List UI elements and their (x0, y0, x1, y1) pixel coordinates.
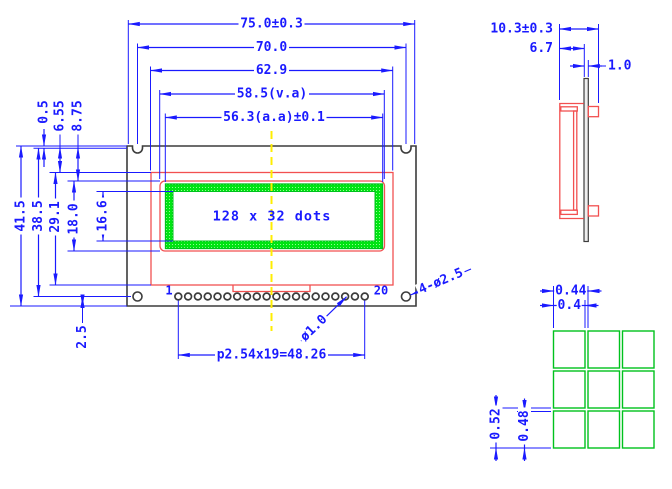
lcd-glass-profile (572, 110, 578, 211)
pin-pad (311, 292, 320, 301)
pin-pad (223, 292, 232, 301)
dim-active-area-width: 56.3(a.a)±0.1 (164, 110, 384, 182)
pin-pad (262, 292, 271, 301)
dim-front-thickness-label: 6.7 (530, 41, 553, 56)
dim-top-to-bezel-label: 6.55 (53, 100, 68, 131)
dot-grid (552, 330, 655, 449)
mounting-hole-bottom-right (400, 291, 412, 302)
bezel-tab-top (587, 105, 600, 118)
dot-pitch-detail: 0.44 0.4 0.52 0.48 (489, 284, 655, 461)
dot-cell (552, 330, 586, 369)
dim-hole-span-height: 38.5 (31, 147, 46, 297)
dim-hole-span-width-label: 70.0 (256, 40, 287, 55)
pin-pad (203, 292, 212, 301)
active-area-window (172, 191, 376, 242)
dot-cell (552, 370, 586, 409)
dim-overall-thickness: 10.3±0.3 (490, 22, 599, 37)
pcb-cross-section (583, 77, 589, 243)
dim-hole-to-bottom-edge: 2.5 (75, 294, 90, 351)
pin-pad (252, 292, 262, 301)
pin-pad (360, 292, 370, 301)
bezel-profile-outline (559, 102, 584, 220)
bezel-flange-bottom (560, 209, 578, 216)
dim-top-to-viewing-area: 8.75 (71, 97, 86, 182)
pin-pad (183, 292, 193, 301)
dim-active-area-height-label: 16.6 (96, 200, 111, 231)
dim-top-to-viewing-area-label: 8.75 (71, 100, 86, 131)
dim-viewing-area-height-label: 18.0 (67, 203, 82, 234)
dim-active-area-height: 16.6 (96, 191, 111, 242)
pin-pad (321, 292, 330, 301)
dim-dot-height-label: 0.48 (517, 410, 532, 441)
dim-bezel-width-label: 62.9 (256, 63, 287, 78)
dim-front-thickness: 6.7 (530, 41, 585, 56)
dim-viewing-area-width-label: 58.5(v.a) (237, 87, 307, 102)
dim-notch-center-offset: 0.5 (37, 98, 52, 167)
dim-dot-pitch-horizontal: 0.44 (540, 284, 602, 299)
dim-viewing-area-width: 58.5(v.a) (159, 87, 385, 179)
dim-overall-width: 75.0±0.3 (127, 17, 416, 144)
dim-top-to-bezel: 6.55 (53, 97, 68, 173)
dim-dot-height: 0.48 (517, 398, 532, 461)
dim-dot-width-label: 0.4 (558, 298, 582, 313)
dim-viewing-area-height: 18.0 (67, 180, 82, 252)
dim-hole-span-height-label: 38.5 (31, 200, 46, 231)
pin-pad (301, 292, 311, 301)
pin-pad (350, 292, 360, 301)
dot-cell (552, 410, 586, 449)
dim-overall-width-label: 75.0±0.3 (240, 17, 303, 32)
dim-overall-height: 41.5 (14, 145, 29, 307)
display-resolution-label: 128 x 32 dots (213, 209, 332, 225)
pin-20-label: 20 (374, 284, 388, 298)
dim-hole-to-bottom-edge-label: 2.5 (75, 325, 90, 348)
pin-pad (281, 292, 291, 301)
left-extension-lines (10, 145, 173, 307)
dim-dot-pitch-vertical: 0.52 (489, 395, 504, 461)
dim-bezel-width: 62.9 (150, 63, 394, 171)
dot-cell (621, 330, 655, 369)
pin-pad (213, 292, 222, 301)
pin-pad (331, 292, 340, 301)
pin-pad (291, 292, 301, 301)
pin-pad (272, 292, 281, 301)
dim-dot-pitch-vertical-label: 0.52 (489, 408, 504, 439)
dim-mounting-holes: 4-ø2.5 (410, 265, 472, 298)
dot-cell (587, 330, 621, 369)
dot-cell (621, 410, 655, 449)
dim-dot-width: 0.4 (540, 298, 599, 313)
dim-pin-pitch-label: p2.54x19=48.26 (217, 348, 327, 363)
side-view: 10.3±0.3 6.7 1.0 (490, 22, 632, 243)
dim-pin-pitch: p2.54x19=48.26 (177, 300, 366, 363)
bezel-flange-top (560, 106, 578, 112)
dot-cell (587, 410, 621, 449)
pin-pad (174, 292, 183, 301)
dim-overall-thickness-label: 10.3±0.3 (490, 22, 553, 37)
dim-overall-height-label: 41.5 (14, 200, 29, 231)
bezel-tab-bottom (587, 205, 600, 217)
dot-cell (621, 370, 655, 409)
pin-pad (193, 292, 203, 301)
dim-active-area-width-label: 56.3(a.a)±0.1 (223, 110, 325, 125)
dim-bezel-height: 29.1 (48, 172, 63, 286)
dim-bezel-height-label: 29.1 (48, 201, 63, 232)
front-view: 128 x 32 dots 1 20 (126, 131, 417, 331)
mounting-hole-bottom-left (132, 291, 143, 302)
dim-pcb-thickness: 1.0 (570, 59, 632, 74)
dim-hole-span-width: 70.0 (137, 40, 407, 144)
dim-dot-pitch-horizontal-label: 0.44 (555, 284, 586, 299)
dim-notch-center-offset-label: 0.5 (37, 100, 52, 123)
dim-pcb-thickness-label: 1.0 (608, 59, 632, 74)
pin-pad (232, 292, 242, 301)
dim-mounting-holes-label: 4-ø2.5 (416, 265, 465, 297)
pin-row (174, 292, 370, 301)
pin-pad (242, 292, 252, 301)
pin-1-label: 1 (165, 284, 172, 298)
dot-cell (587, 370, 621, 409)
